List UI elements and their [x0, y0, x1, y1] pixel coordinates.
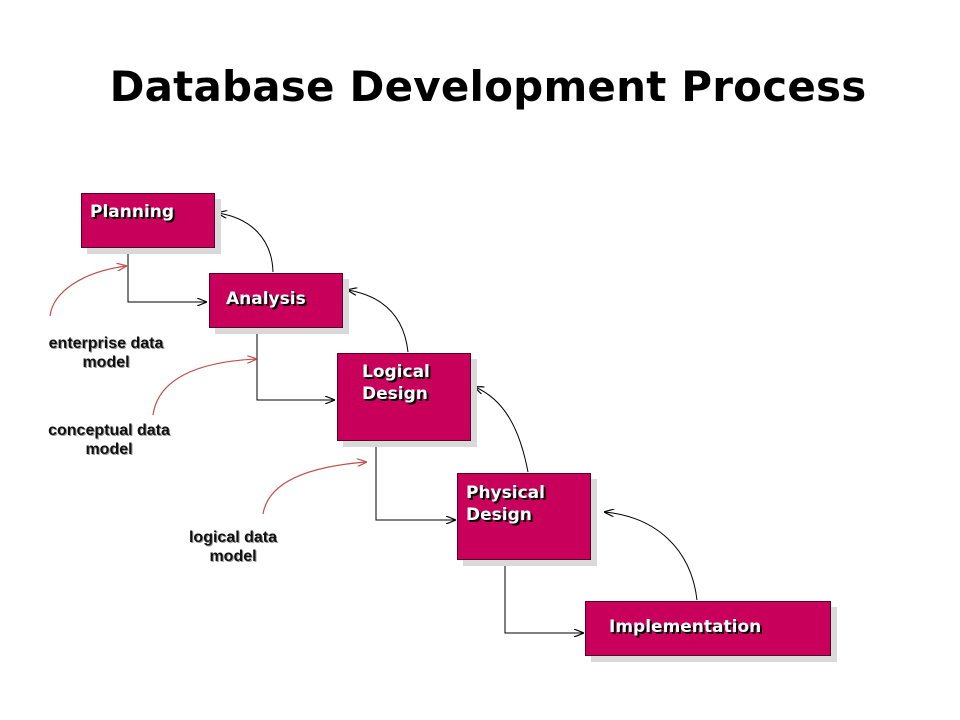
logical-data-model-label: logical data model	[188, 529, 278, 565]
feedback-arrow-implementation-to-physical	[605, 512, 698, 601]
stage-implementation: Implementation	[585, 601, 831, 656]
page-title: Database Development Process	[109, 62, 867, 111]
flow-arrow-planning-to-analysis	[127, 248, 206, 302]
stage-analysis: Analysis	[209, 273, 343, 328]
feedback-arrow-analysis-to-planning	[218, 213, 274, 273]
stage-planning-label: Planning	[90, 202, 175, 222]
stage-physical-design: Physical Design	[457, 473, 591, 560]
conceptual-data-model-label: conceptual data model	[48, 422, 170, 458]
model-arrow-conceptual	[152, 359, 256, 416]
model-arrow-enterprise	[49, 266, 126, 317]
flow-arrow-analysis-to-logical	[256, 328, 334, 400]
flow-arrow-logical-to-physical	[375, 441, 455, 520]
model-arrow-logical	[262, 462, 366, 515]
stage-physical-design-label: Physical Design	[466, 483, 545, 525]
stage-planning: Planning	[81, 193, 215, 248]
enterprise-data-model-label: enterprise data model	[48, 335, 164, 371]
feedback-arrow-physical-to-logical	[475, 387, 529, 473]
stage-analysis-label: Analysis	[226, 289, 306, 309]
flow-arrow-physical-to-implementation	[504, 560, 583, 633]
stage-implementation-label: Implementation	[609, 617, 762, 637]
stage-logical-design: Logical Design	[337, 353, 471, 441]
stage-logical-design-label: Logical Design	[362, 362, 430, 404]
feedback-arrow-logical-to-analysis	[348, 290, 409, 353]
